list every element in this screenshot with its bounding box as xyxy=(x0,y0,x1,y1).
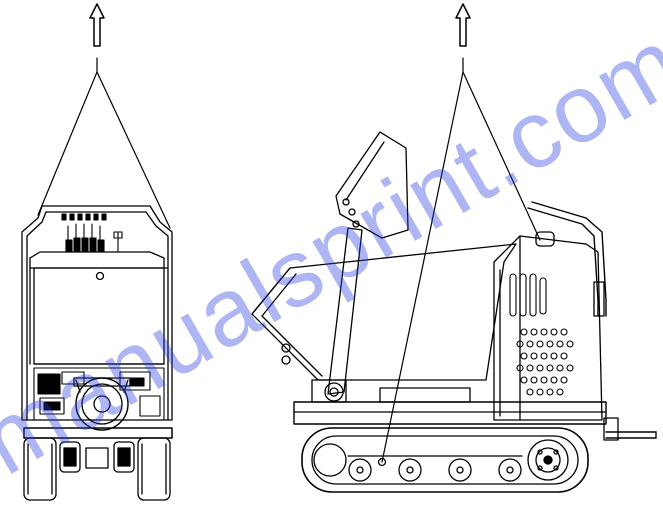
loader-shovel xyxy=(335,131,409,239)
roll-frame xyxy=(21,205,173,421)
engine-housing xyxy=(493,235,603,421)
engine-assembly xyxy=(33,367,165,421)
loader-arm xyxy=(324,227,363,402)
crawler-track xyxy=(301,427,589,493)
right-track xyxy=(137,437,171,501)
track-rollers xyxy=(347,455,523,482)
lift-arrow-icon xyxy=(89,3,105,47)
chassis xyxy=(293,379,657,441)
front-view-lifting-diagram xyxy=(21,3,173,501)
upper-panel xyxy=(29,251,165,281)
ventilation-grille xyxy=(509,273,574,396)
lifting-sling xyxy=(37,57,171,229)
undercarriage-rollers xyxy=(59,441,135,473)
operator-handle xyxy=(527,201,607,317)
engine-cover xyxy=(29,267,169,365)
control-levers xyxy=(61,213,123,253)
dumper-skip xyxy=(251,243,517,381)
side-view-lifting-diagram xyxy=(251,3,657,493)
flywheel xyxy=(73,377,131,431)
left-track xyxy=(23,437,57,501)
lift-arrow-icon xyxy=(455,3,471,47)
base-frame xyxy=(21,419,173,439)
lifting-sling xyxy=(381,57,541,463)
